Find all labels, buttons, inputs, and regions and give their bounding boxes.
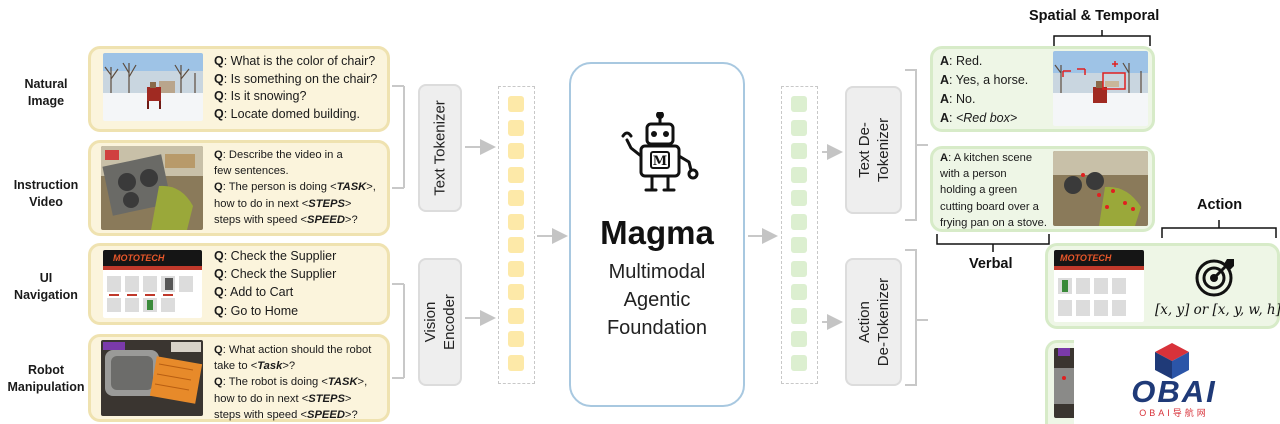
web-store-screenshot: MOTOTECH <box>103 250 202 318</box>
output-token <box>791 143 807 159</box>
input-token <box>508 119 524 136</box>
spatial-bracket <box>1053 30 1151 46</box>
question: Q: Locate domed building. <box>214 106 360 121</box>
input-token <box>508 237 524 253</box>
natural-image-questions: Q: What is the color of chair? Q: Is som… <box>214 53 377 123</box>
answer: A: No. <box>940 92 976 106</box>
input-token <box>508 190 524 206</box>
cube-icon <box>1155 343 1189 379</box>
svg-text:MOTOTECH: MOTOTECH <box>1060 253 1112 263</box>
output-token <box>791 354 807 371</box>
snowy-chair-red-box <box>1053 51 1148 126</box>
watermark-brand: OBAI <box>1131 374 1217 409</box>
spatial-temporal-title: Spatial & Temporal <box>1029 8 1160 24</box>
output-token-sequence <box>781 86 818 384</box>
watermark-sub: OBAI导航网 <box>1139 408 1209 418</box>
input-token <box>508 354 524 371</box>
output-token <box>791 119 807 136</box>
robot-icon: M <box>621 112 699 192</box>
caption-answer: A: A kitchen scene with a person holding… <box>940 152 1047 229</box>
instruction-video-questions: Q: Describe the video in a few sentences… <box>214 149 376 226</box>
input-token <box>508 96 524 112</box>
output-token <box>791 284 807 300</box>
input-token-sequence <box>498 86 535 384</box>
question: Q: Go to Home <box>214 303 299 318</box>
text-tokenizer-label: Text Tokenizer <box>431 100 449 196</box>
verbal-bracket <box>936 234 1050 252</box>
model-subtitle: Multimodal Agentic Foundation <box>606 261 708 339</box>
text-tokenizer: Text Tokenizer <box>418 84 462 212</box>
output-token <box>791 166 807 183</box>
row-label-natural-image: Natural Image <box>24 77 68 108</box>
vision-encoder-label: Vision Encoder <box>422 294 458 350</box>
robot-badge-letter: M <box>653 154 667 169</box>
question: Q: Is something on the chair? <box>214 71 378 86</box>
action-detokenizer: Action De-Tokenizer <box>845 258 902 386</box>
input-token <box>508 260 524 277</box>
verbal-label: Verbal <box>969 256 1013 272</box>
web-store-action-image: MOTOTECH <box>1054 250 1144 322</box>
magma-core-box <box>569 62 745 407</box>
row-label-instruction-video: Instruction Video <box>13 178 79 209</box>
model-name: Magma <box>600 214 714 251</box>
kitchen-video-frames <box>101 146 203 230</box>
text-detokenizer: Text De- Tokenizer <box>845 86 902 214</box>
input-token <box>508 213 524 230</box>
action-detokenizer-label: Action De-Tokenizer <box>855 277 892 367</box>
text-detokenizer-label: Text De- Tokenizer <box>855 117 892 183</box>
target-icon <box>1195 259 1234 297</box>
input-token <box>508 284 524 300</box>
row-label-ui-navigation: UI Navigation <box>14 271 78 302</box>
question: Q: Check the Supplier <box>214 267 337 282</box>
output-token <box>791 96 807 112</box>
robot-manipulation-questions: Q: What action should the robot take to … <box>214 344 372 421</box>
input-token <box>508 143 524 159</box>
ui-navigation-questions: Q: Check the Supplier Q: Check the Suppl… <box>214 247 336 320</box>
robot-sink-frames <box>101 340 203 416</box>
output-token <box>791 213 807 230</box>
question: Q: Is it snowing? <box>214 89 307 103</box>
input-token <box>508 307 524 324</box>
action-title: Action <box>1197 197 1243 213</box>
vision-encoder: Vision Encoder <box>418 258 462 386</box>
answer: A: Yes, a horse. <box>940 73 1029 87</box>
output-token <box>791 260 807 277</box>
kitchen-trace-image <box>1053 151 1148 226</box>
output-token <box>791 237 807 253</box>
action-formula: [x, y] or [x, y, w, h] <box>1155 302 1280 318</box>
question: Q: What is the color of chair? <box>214 54 376 68</box>
input-token <box>508 331 524 347</box>
answer: A: <Red box> <box>940 111 1018 125</box>
output-token <box>791 307 807 324</box>
input-token <box>508 166 524 183</box>
output-token <box>791 190 807 206</box>
svg-text:MOTOTECH: MOTOTECH <box>113 253 165 263</box>
row-label-robot-manipulation: Robot Manipulation <box>7 363 85 394</box>
output-token <box>791 331 807 347</box>
action-bracket <box>1161 220 1277 238</box>
robot-action-image <box>1054 348 1076 418</box>
answer: A: Red. <box>940 54 983 68</box>
question: Q: Add to Cart <box>214 285 294 300</box>
question: Q: Check the Supplier <box>214 249 337 263</box>
snowy-chair-image <box>103 53 203 121</box>
qa-answers: A: Red. A: Yes, a horse. A: No. A: <Red … <box>940 52 1028 128</box>
